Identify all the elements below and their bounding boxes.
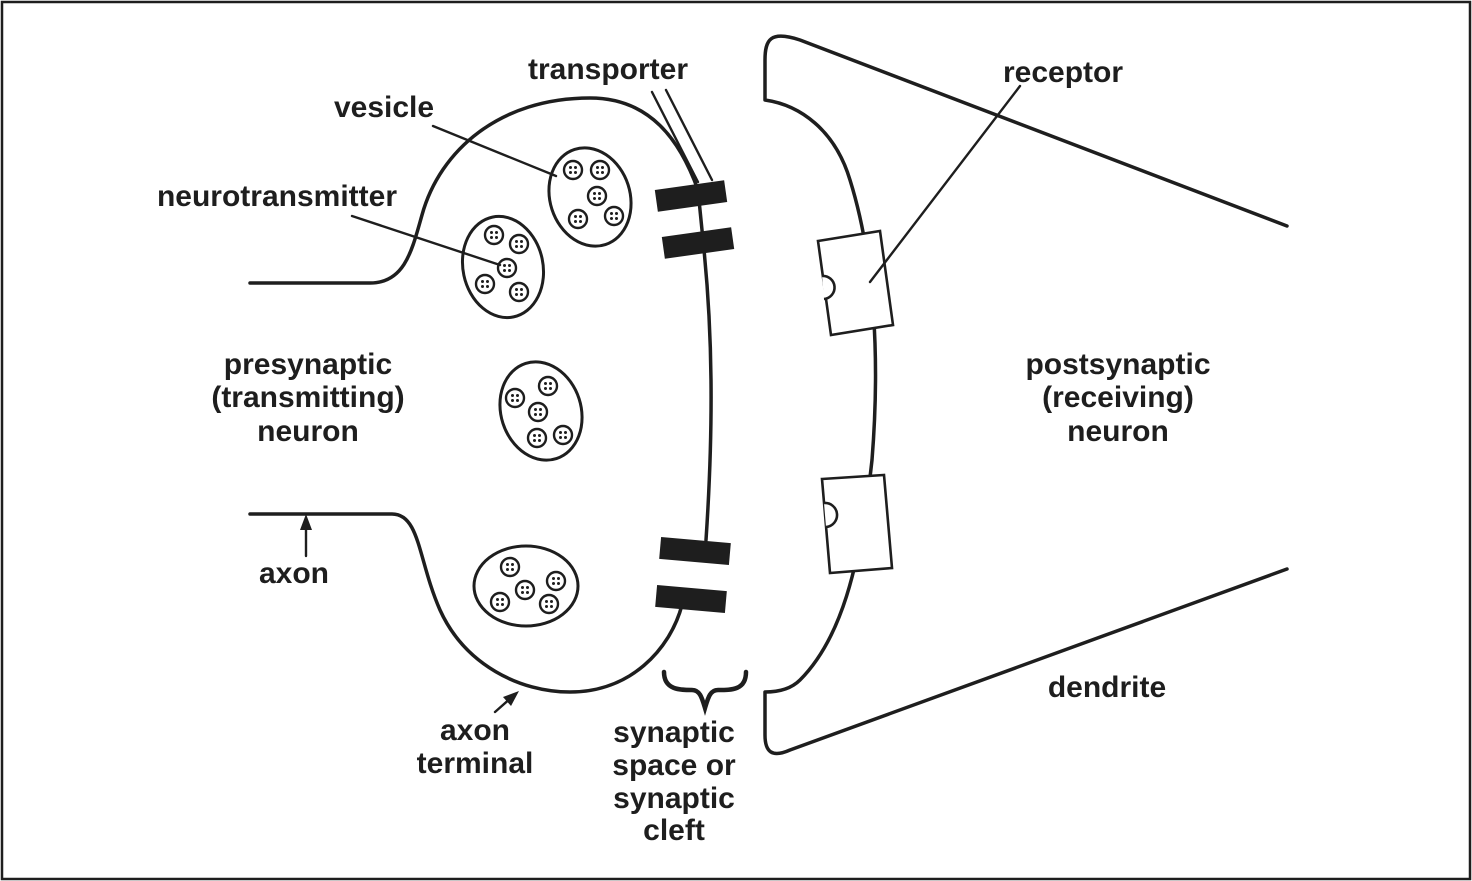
receptor-pointer-line: [868, 84, 1022, 284]
presynaptic-membrane-upper: [248, 96, 706, 285]
transporter-bar-3: [659, 536, 731, 566]
vesicle-4: [472, 544, 580, 628]
axon-terminal-label-line-2: terminal: [417, 747, 534, 780]
neurotransmitter-molecule: [603, 205, 625, 227]
vesicle-1: [547, 146, 633, 248]
postsynaptic-label-line-3: neuron: [1067, 415, 1169, 448]
neurotransmitter-label: neurotransmitter: [157, 180, 397, 213]
vesicle-label: vesicle: [334, 91, 434, 124]
transporter-pointer-line: [664, 88, 714, 182]
presynaptic-label-line-3: neuron: [257, 415, 359, 448]
transporter-bar-4: [655, 584, 727, 614]
vesicle-3: [498, 360, 584, 462]
dendrite-label: dendrite: [1048, 671, 1166, 704]
neurotransmitter-molecule: [552, 424, 574, 446]
presynaptic-label-line-1: presynaptic: [224, 348, 392, 381]
neurotransmitter-molecule: [527, 401, 549, 423]
neurotransmitter-molecule: [508, 281, 530, 303]
neurotransmitter-molecule: [562, 159, 584, 181]
neurotransmitter-molecule: [537, 375, 559, 397]
axon-terminal-arrow-icon: [493, 691, 519, 714]
synaptic-cleft-label-line-2: space or: [612, 749, 736, 782]
transporter-bar-1: [654, 180, 728, 212]
neurotransmitter-molecule: [589, 159, 611, 181]
neurotransmitter-molecule: [489, 591, 511, 613]
synaptic-cleft-label-line-1: synaptic: [613, 716, 735, 749]
synaptic-cleft-label-line-4: cleft: [643, 814, 705, 847]
axon-arrow-icon: [300, 514, 312, 558]
neurotransmitter-molecule: [514, 579, 536, 601]
neurotransmitter-molecule: [508, 233, 530, 255]
axon-terminal-label-line-1: axon: [440, 714, 510, 747]
receptor-label: receptor: [1003, 56, 1123, 89]
neurotransmitter-molecule: [538, 593, 560, 615]
synaptic-cleft-brace-icon: [661, 669, 749, 716]
neurotransmitter-molecule: [567, 208, 589, 230]
receptor-upper: [816, 229, 895, 337]
neurotransmitter-molecule: [474, 273, 496, 295]
presynaptic-membrane-lower: [248, 512, 684, 694]
neurotransmitter-pointer-line: [350, 214, 502, 267]
neurotransmitter-molecule: [499, 556, 521, 578]
transporter-pointer-line: [650, 90, 700, 184]
neurotransmitter-molecule: [496, 257, 518, 279]
neurotransmitter-molecule: [504, 387, 526, 409]
presynaptic-membrane-right: [702, 248, 713, 542]
vesicle-pointer-line: [431, 124, 558, 178]
presynaptic-label-line-2: (transmitting): [211, 381, 404, 414]
transporter-bar-2: [661, 227, 735, 259]
neurotransmitter-molecule: [483, 224, 505, 246]
axon-label: axon: [259, 557, 329, 590]
neurotransmitter-molecule: [526, 427, 548, 449]
postsynaptic-membrane: [763, 34, 1289, 756]
transporter-label: transporter: [528, 53, 688, 86]
receptor-lower: [820, 473, 894, 575]
vesicle-2: [460, 214, 546, 320]
postsynaptic-label-line-1: postsynaptic: [1025, 348, 1210, 381]
neurotransmitter-molecule: [545, 570, 567, 592]
synaptic-cleft-label-line-3: synaptic: [613, 782, 735, 815]
postsynaptic-label-line-2: (receiving): [1042, 381, 1194, 414]
neurotransmitter-molecule: [586, 185, 608, 207]
